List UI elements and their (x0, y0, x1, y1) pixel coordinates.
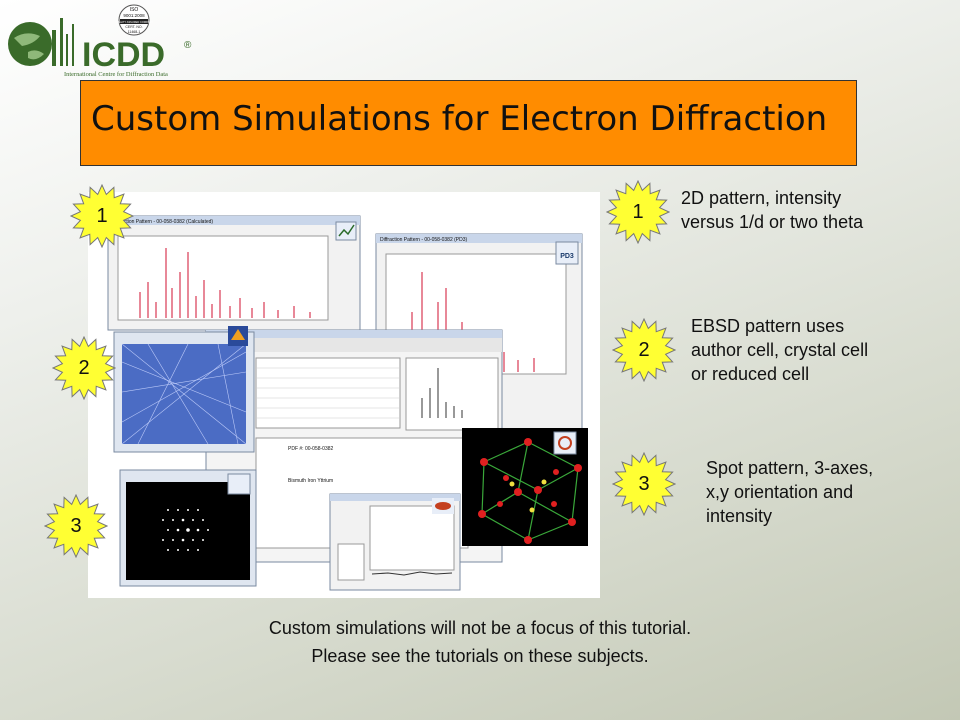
svg-text:Bismuth Iron Yttrium: Bismuth Iron Yttrium (288, 478, 333, 484)
starburst-icon (52, 336, 116, 400)
svg-text:PD3: PD3 (560, 253, 574, 260)
diffraction-pattern-window-1: Diffraction Pattern - 00-058-0382 (Calcu… (107, 215, 361, 331)
starburst-icon (70, 184, 134, 248)
svg-text:®: ® (184, 40, 192, 51)
footer-note: Custom simulations will not be a focus o… (0, 614, 960, 670)
starburst-icon (612, 318, 676, 382)
svg-text:Diffraction Pattern - 00-058-0: Diffraction Pattern - 00-058-0382 (PD3) (380, 237, 468, 243)
crystal-lattice-3d (462, 428, 588, 546)
description-ebsd-pattern: EBSD pattern uses author cell, crystal c… (691, 316, 869, 384)
logo-wordmark: ICDD (82, 36, 165, 74)
icdd-logo: ICDD ® International Centre for Diffract… (6, 4, 206, 78)
title-banner: Custom Simulations for Electron Diffract… (80, 80, 857, 166)
burst-badge-2-right: 2 (612, 318, 676, 382)
iso-badge: ISO 9001:2008 QUALITY ASSURED COMPANY CE… (115, 4, 153, 36)
description-spot-pattern: Spot pattern, 3-axes, x,y orientation an… (706, 458, 874, 526)
description-2d-pattern: 2D pattern, intensity versus 1/d or two … (681, 188, 864, 232)
burst-badge-3-left: 3 (44, 494, 108, 558)
footer-line-1: Custom simulations will not be a focus o… (268, 618, 692, 638)
svg-text:PDF #: 00-058-0382: PDF #: 00-058-0382 (288, 446, 334, 452)
svg-text:11468-1: 11468-1 (128, 30, 141, 34)
globe-icon (8, 22, 52, 66)
starburst-icon (606, 180, 670, 244)
svg-text:Diffraction Pattern - 00-058-0: Diffraction Pattern - 00-058-0382 (Calcu… (112, 219, 213, 225)
starburst-icon (44, 494, 108, 558)
svg-text:CERT. NO.: CERT. NO. (125, 25, 142, 29)
svg-text:9001:2008: 9001:2008 (123, 13, 145, 18)
burst-badge-3-right: 3 (612, 452, 676, 516)
ebsd-pattern-window (113, 326, 255, 453)
crystal-structure-window (329, 493, 461, 591)
svg-text:QUALITY ASSURED COMPANY: QUALITY ASSURED COMPANY (115, 20, 153, 24)
burst-badge-1-right: 1 (606, 180, 670, 244)
slide-title: Custom Simulations for Electron Diffract… (91, 99, 828, 139)
burst-badge-2-left: 2 (52, 336, 116, 400)
svg-text:ISO: ISO (130, 7, 139, 13)
footer-line-2: Please see the tutorials on these subjec… (311, 646, 649, 666)
spot-pattern-window (119, 469, 257, 587)
software-screenshot-collage: Diffraction Pattern - 00-058-0382 (Calcu… (88, 192, 600, 598)
logo-subtitle: International Centre for Diffraction Dat… (64, 71, 168, 78)
diffraction-spots (162, 509, 209, 551)
burst-badge-1-left: 1 (70, 184, 134, 248)
starburst-icon (612, 452, 676, 516)
